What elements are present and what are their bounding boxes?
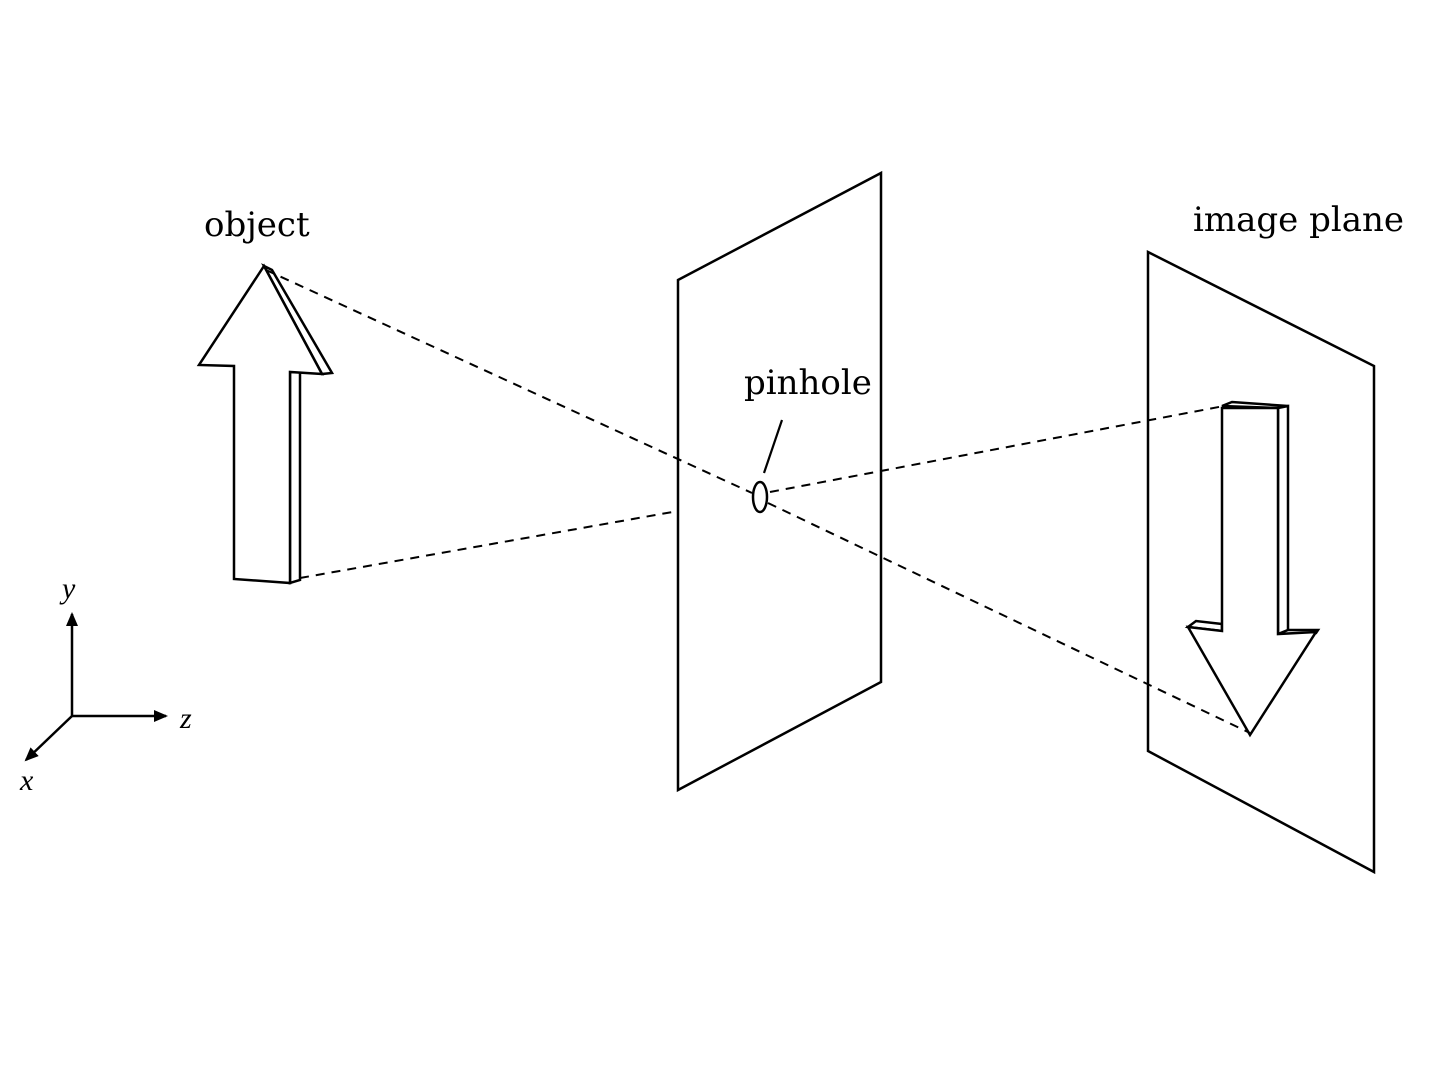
x-axis-label: x [19,764,34,797]
image-plane [1146,249,1376,875]
x-axis [24,715,73,762]
image-arrow-front [1185,406,1319,738]
y-axis-label: y [59,572,76,605]
ray-bottom-segment-1 [299,510,679,579]
pinhole-plane [676,170,883,793]
image-arrow [1184,400,1321,738]
coordinate-axes: y z x [19,572,192,797]
z-axis-label: z [179,702,192,735]
image-plane-label: image plane [1193,200,1404,240]
object-arrow-front [196,263,325,585]
pinhole-leader-line [762,419,784,474]
ray-top-segment-2 [767,502,1251,734]
pinhole-aperture [751,480,769,514]
object-arrow [196,263,335,585]
ray-bottom-segment-2 [769,405,1225,493]
object-label: object [204,205,310,245]
pinhole-label: pinhole [744,363,872,403]
